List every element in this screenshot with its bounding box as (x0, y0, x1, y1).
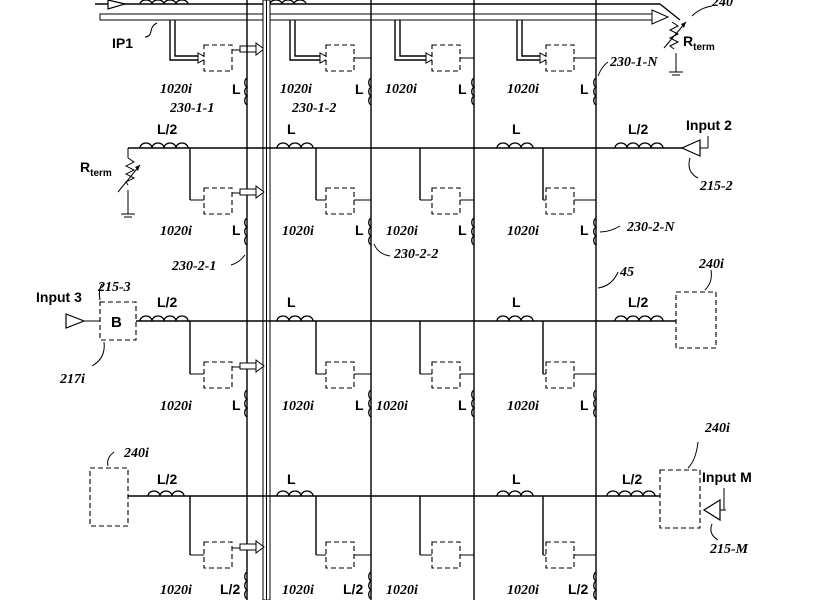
ref-240i-c: 240i (704, 421, 730, 436)
row2-cell-1: 1020i L (160, 148, 265, 246)
ip1-label: IP1 (112, 35, 133, 51)
row2-l2-left: L/2 (157, 121, 177, 137)
input2-label: Input 2 (686, 117, 732, 133)
row2-cell-1-label: 1020i (160, 224, 192, 239)
row-3: L/2 L L L/2 B Input 3 215-3 217i 240i 10… (36, 257, 724, 418)
ref-240-top: 240 (711, 0, 733, 10)
rowM-l-2: L (512, 471, 521, 487)
rowM-cell-2: 1020i L/2 (282, 496, 373, 600)
row3-cell-2: 1020i L (282, 321, 373, 418)
ref-230-2-N: 230-2-N (626, 220, 675, 235)
row2-cell-2: 1020i L (282, 148, 373, 246)
rowM-cell-4-label: 1020i (507, 583, 539, 598)
rowM-cell-4: 1020i L/2 (507, 496, 598, 600)
ref-240i-a: 240i (698, 257, 724, 272)
row2-cell-2-inductor: L (355, 222, 364, 238)
row2-cell-3: 1020i L (386, 148, 476, 246)
row3-l-1: L (287, 294, 296, 310)
rowM-cell-1-label: 1020i (160, 583, 192, 598)
row2-l-2: L (512, 121, 521, 137)
row3-cell-1-label: 1020i (160, 399, 192, 414)
row2-cell-1-inductor: L (232, 222, 241, 238)
row1-cell-4-label: 1020i (507, 82, 539, 97)
row3-cell-3-label: 1020i (376, 399, 408, 414)
rowM-cell-3: 1020i (386, 496, 474, 598)
row2-l2-right: L/2 (628, 121, 648, 137)
row-M: L/2 L L L/2 240i 240i Input M 215-M 1020… (89, 421, 752, 600)
rowM-cell-2-inductor: L/2 (343, 581, 363, 597)
row1-cell-2-inductor: L (355, 81, 364, 97)
continuation-dots (246, 425, 597, 600)
row3-cell-1: 1020i L (160, 321, 265, 418)
rterm-label-left: Rterm (80, 159, 112, 179)
row1-cell-4-inductor: L (580, 81, 589, 97)
ref-230-2-2: 230-2-2 (393, 247, 438, 262)
ref-217i: 217i (59, 372, 85, 387)
rowM-l-1: L (287, 471, 296, 487)
row1-cell-4: 1020i L (507, 20, 598, 106)
row3-l2-right: L/2 (628, 294, 648, 310)
row2-cell-3-inductor: L (458, 222, 467, 238)
row2-cell-4-label: 1020i (507, 224, 539, 239)
ref-215-3: 215-3 (97, 280, 131, 295)
rowM-cell-1: 1020i L/2 (160, 496, 265, 600)
row3-cell-3-inductor: L (458, 397, 467, 413)
buffer-b: B (111, 314, 122, 331)
row2-l-1: L (287, 121, 296, 137)
row3-cell-2-inductor: L (355, 397, 364, 413)
rowM-cell-2-label: 1020i (282, 583, 314, 598)
row1-cell-3-inductor: L (458, 81, 467, 97)
row1-cell-1-inductor: L (232, 81, 241, 97)
ref-230-1-1: 230-1-1 (169, 101, 214, 116)
row3-cell-1-inductor: L (232, 397, 241, 413)
inputM-label: Input M (702, 469, 752, 485)
row3-cell-4-label: 1020i (507, 399, 539, 414)
top-row-1: IP1 Rterm 240 1020i L (95, 0, 733, 116)
row2-cell-4: 1020i L (507, 148, 598, 246)
row2-cell-2-label: 1020i (282, 224, 314, 239)
row2-cell-3-label: 1020i (386, 224, 418, 239)
row1-cell-2-label: 1020i (280, 82, 312, 97)
row1-cell-3: 1020i L (385, 20, 476, 106)
rowM-cell-1-inductor: L/2 (220, 581, 240, 597)
rowM-cell-4-inductor: L/2 (568, 581, 588, 597)
row3-cell-2-label: 1020i (282, 399, 314, 414)
ref-230-2-1: 230-2-1 (171, 259, 216, 274)
row3-l-2: L (512, 294, 521, 310)
row3-l2-left: L/2 (157, 294, 177, 310)
row1-cell-1: 1020i L (160, 20, 265, 106)
ref-215-M: 215-M (709, 542, 749, 557)
row1-cell-1-label: 1020i (160, 82, 192, 97)
row1-cell-3-label: 1020i (385, 82, 417, 97)
input3-label: Input 3 (36, 289, 82, 305)
row-2: L/2 L L L/2 Rterm Input 2 215-2 1020i (80, 117, 733, 289)
ref-215-2: 215-2 (699, 179, 733, 194)
rterm-label-top: Rterm (683, 33, 715, 53)
row2-cell-4-inductor: L (580, 222, 589, 238)
rowM-cell-3-label: 1020i (386, 583, 418, 598)
ref-240i-b: 240i (123, 446, 149, 461)
rowM-l2-left: L/2 (157, 471, 177, 487)
ref-230-1-2: 230-1-2 (291, 101, 336, 116)
ref-45: 45 (619, 265, 634, 280)
row1-cell-2: 1020i L (280, 20, 373, 106)
row3-cell-4-inductor: L (580, 397, 589, 413)
row3-cell-3: 1020i L (376, 321, 476, 418)
rowM-l2-right: L/2 (622, 471, 642, 487)
row3-cell-4: 1020i L (507, 321, 598, 418)
ref-230-1-N: 230-1-N (609, 55, 658, 70)
